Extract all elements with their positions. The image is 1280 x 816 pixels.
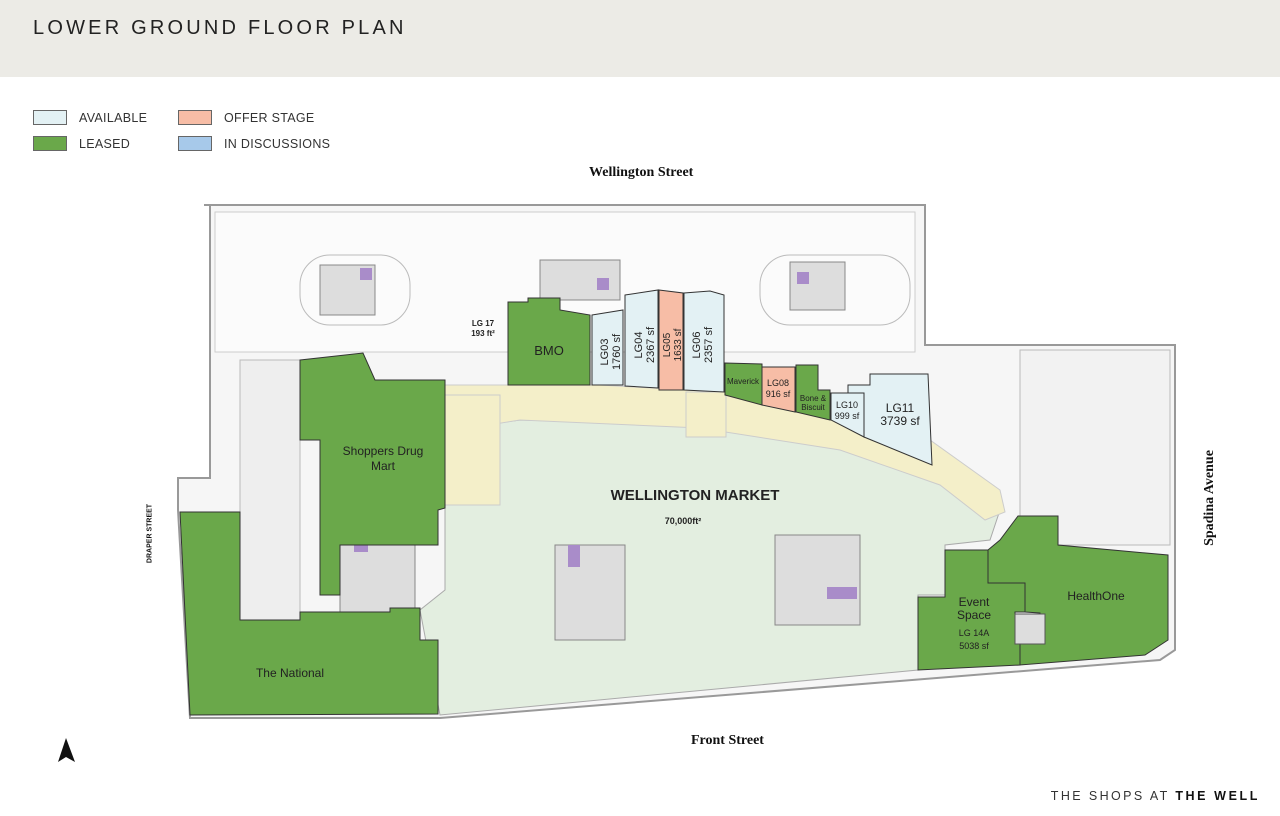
unit-lg11[interactable]	[847, 373, 933, 466]
unit-lg08[interactable]	[761, 366, 796, 413]
swatch-leased	[33, 136, 67, 151]
elevator-icon	[827, 587, 857, 599]
legend-label: OFFER STAGE	[224, 110, 315, 125]
legend-in-discussions: IN DISCUSSIONS	[178, 136, 330, 151]
brand-logo: THE SHOPS AT THE WELL	[1051, 789, 1260, 803]
unit-lg03[interactable]	[591, 309, 624, 386]
legend-offer-stage: OFFER STAGE	[178, 110, 315, 125]
parking-ramp-east	[759, 254, 911, 326]
swatch-available	[33, 110, 67, 125]
unit-bone-and-biscuit[interactable]	[795, 364, 831, 421]
unit-maverick-label: Maverick	[727, 377, 760, 386]
unit-shoppers-drug-mart[interactable]	[299, 352, 446, 596]
parking-ramp-west	[299, 254, 411, 326]
unit-bmo[interactable]	[507, 297, 591, 386]
legend-leased: LEASED	[33, 136, 130, 151]
legend-available: AVAILABLE	[33, 110, 147, 125]
core-east	[789, 261, 846, 311]
legend-label: AVAILABLE	[79, 110, 148, 125]
service-strip-west	[239, 359, 301, 621]
street-south: Front Street	[691, 733, 764, 748]
brand-name: THE WELL	[1175, 789, 1260, 803]
unit-lg06-label: LG062357 sf	[691, 326, 715, 363]
legend-label: IN DISCUSSIONS	[224, 136, 331, 151]
unit-lg05[interactable]	[658, 289, 684, 391]
elevator-icon	[568, 545, 580, 567]
core-healthone	[1014, 613, 1046, 645]
north-arrow-icon	[58, 738, 75, 762]
legend-label: LEASED	[79, 136, 131, 151]
header: LOWER GROUND FLOOR PLAN	[0, 0, 1280, 77]
unit-lg05-label: LG051633 sf	[662, 328, 684, 361]
page-title: LOWER GROUND FLOOR PLAN	[33, 17, 407, 39]
concourse-node-east	[685, 391, 727, 438]
unit-healthone-label: HealthOne	[1067, 589, 1125, 603]
market-name: WELLINGTON MARKET	[611, 487, 780, 504]
service-area-east	[1019, 349, 1171, 546]
unit-lg03-label: LG031760 sf	[599, 333, 623, 370]
unit-lg06[interactable]	[683, 290, 725, 393]
elevator-icon	[360, 268, 372, 280]
unit-lg04-label: LG042367 sf	[633, 326, 657, 363]
unit-bmo-label: BMO	[534, 343, 564, 358]
unit-lg04[interactable]	[624, 289, 659, 389]
core-market-west	[554, 544, 626, 641]
concourse-node-west	[444, 394, 501, 506]
market-area: 70,000ft²	[665, 516, 702, 526]
elevator-icon	[597, 278, 609, 290]
brand-prefix: THE SHOPS AT	[1050, 789, 1170, 803]
unit-the-national[interactable]	[179, 511, 439, 716]
elevator-icon	[797, 272, 809, 284]
unit-the-national-label: The National	[256, 666, 324, 680]
swatch-offer-stage	[178, 110, 212, 125]
swatch-in-discussions	[178, 136, 212, 151]
core-market-east	[774, 534, 861, 626]
unit-bone-and-biscuit-label: Bone &Biscuit	[800, 394, 827, 412]
street-north: Wellington Street	[589, 165, 694, 180]
